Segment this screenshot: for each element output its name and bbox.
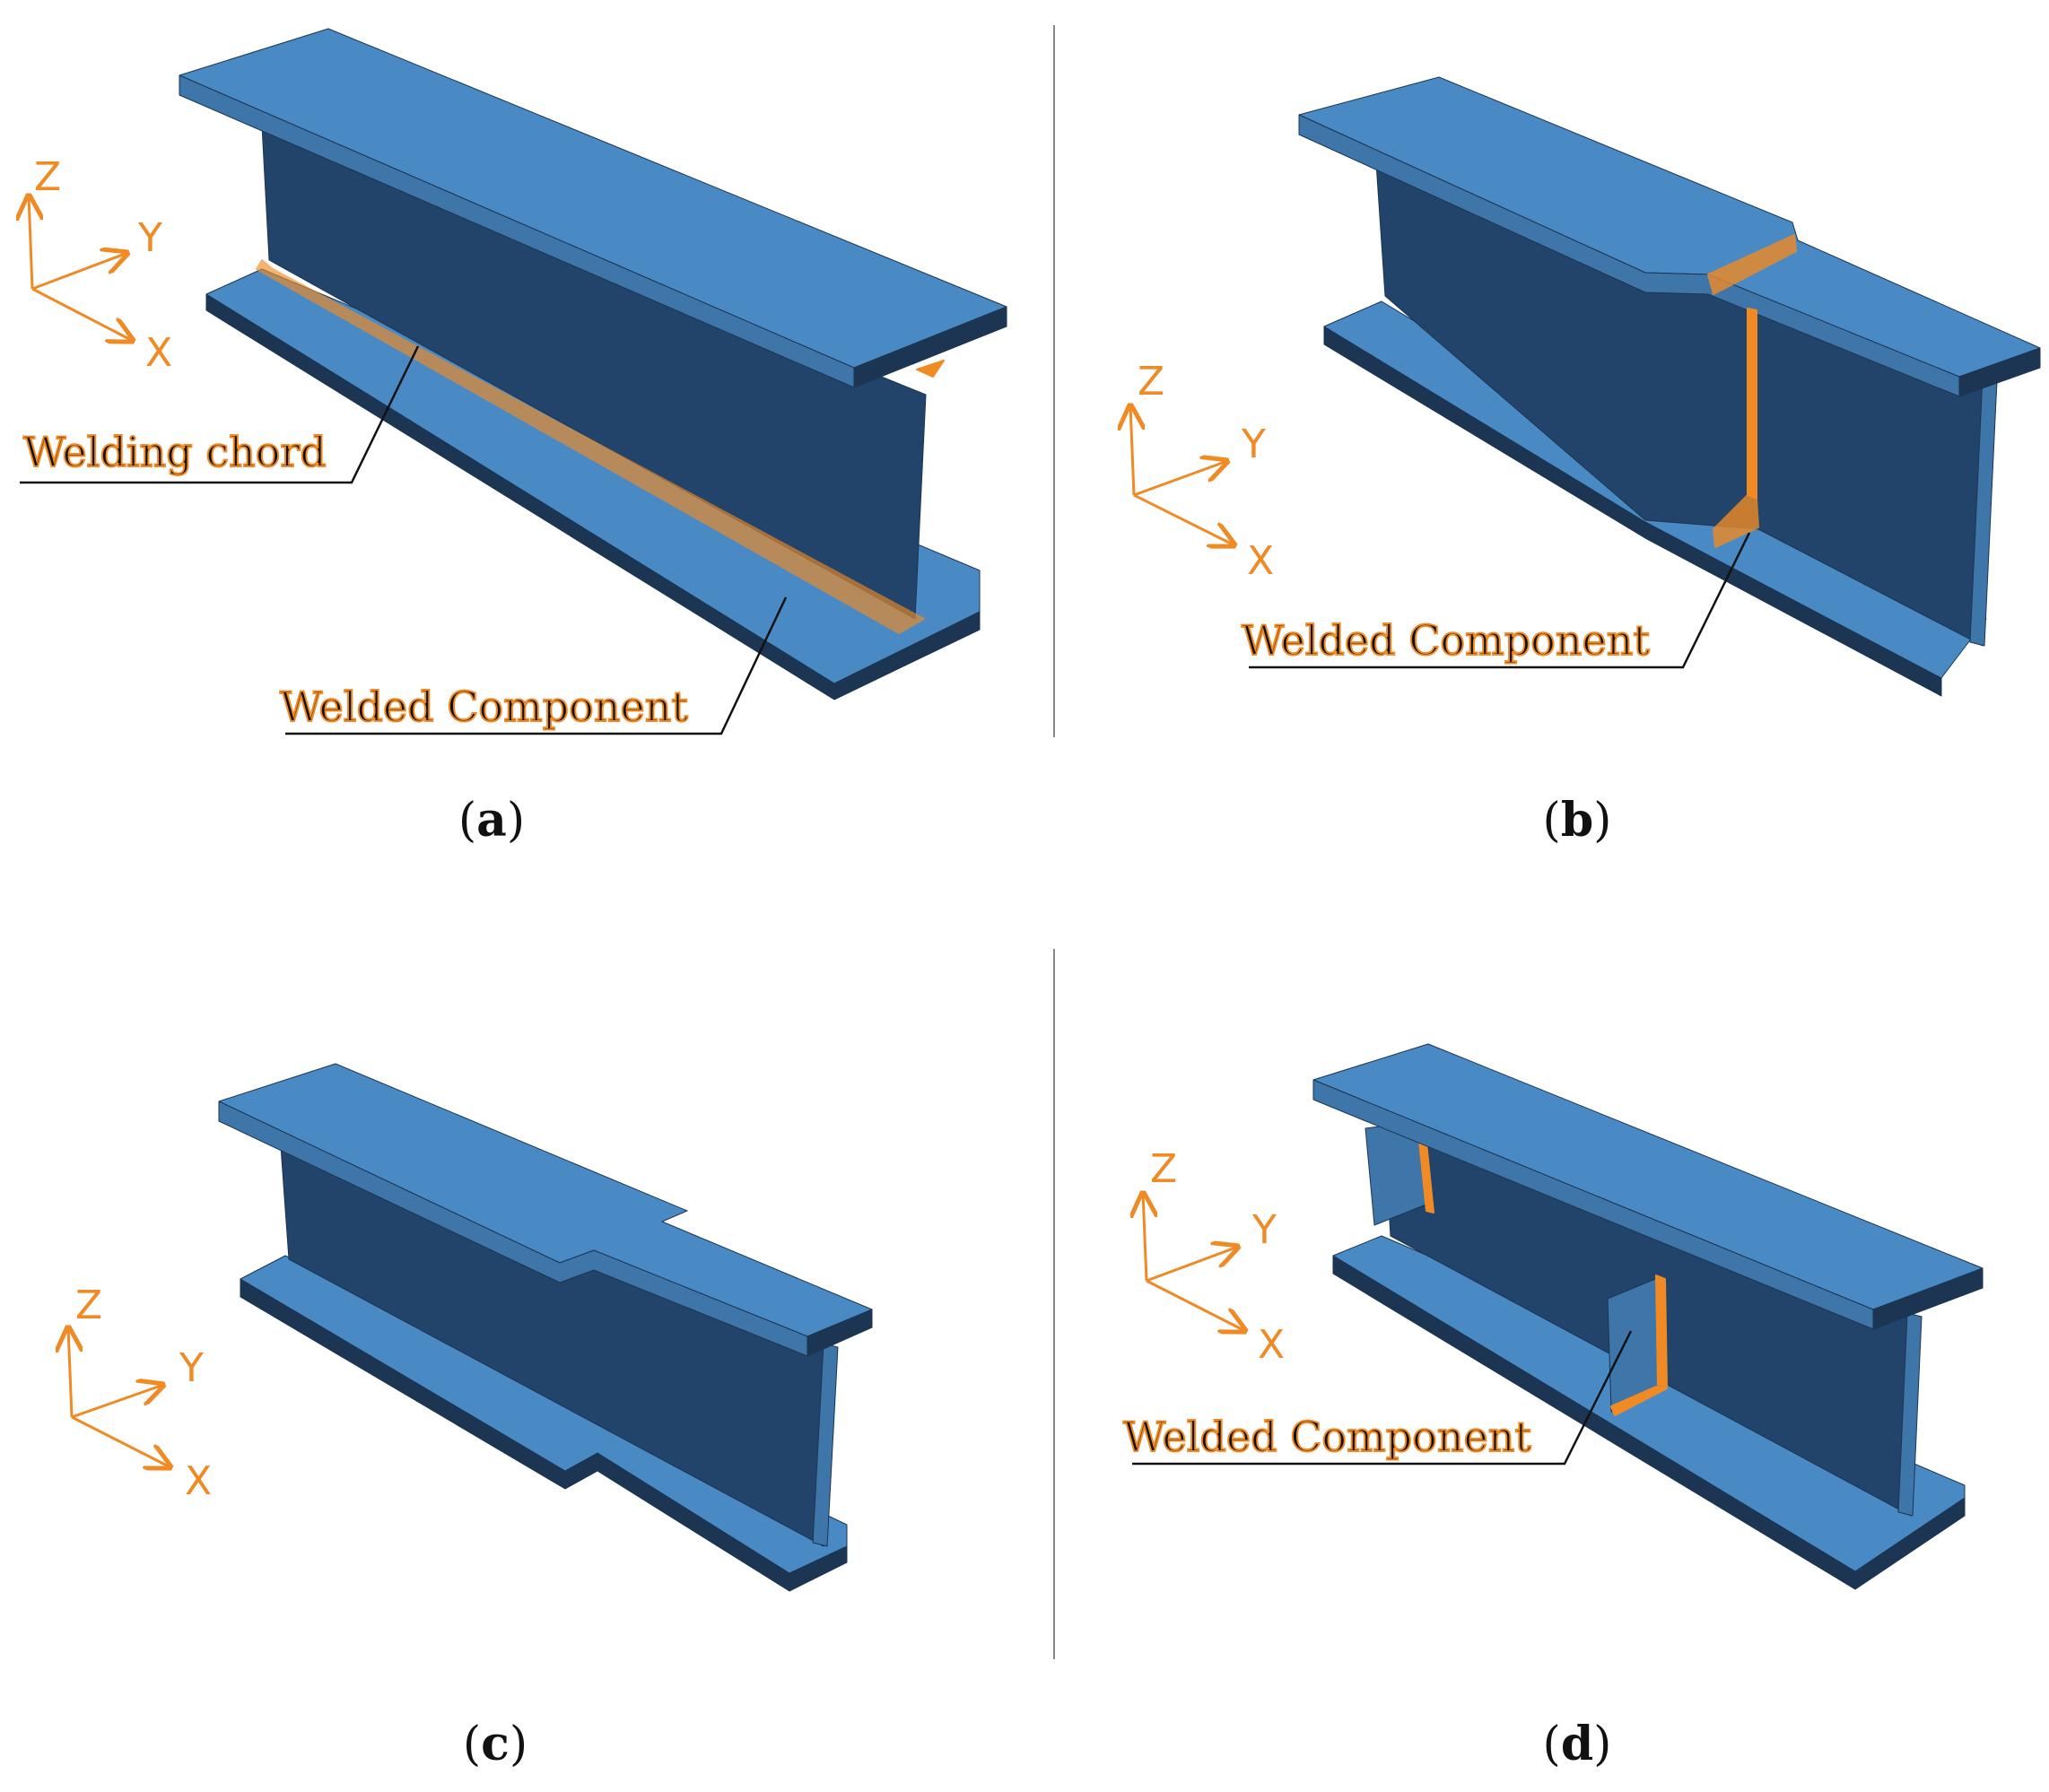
leader-welded-component-d [1132, 1330, 1633, 1466]
callout-welded-component-b: Welded Component [1242, 616, 1650, 665]
top-flange-end [1958, 347, 2041, 397]
web-end-edge [1897, 1312, 1923, 1517]
axis-triad: Z Y X [1130, 359, 1274, 584]
y-axis-arrow [1133, 461, 1227, 497]
i-beam [218, 1063, 873, 1592]
x-axis-arrow [1146, 1279, 1245, 1331]
panel-d: Z Y X Welded Component (d) [1122, 1043, 1984, 1771]
panel-caption-b: (b) [1543, 793, 1612, 848]
i-beam [1298, 76, 2041, 697]
callout-welded-component-a: Welded Component [280, 683, 688, 731]
x-axis-arrow [71, 1415, 170, 1467]
panel-caption-c: (c) [463, 1717, 528, 1771]
callout-welded-component-d: Welded Component [1123, 1413, 1531, 1461]
leader-welded-component-b [1249, 532, 1751, 669]
bottom-flange-top [205, 268, 981, 684]
end-weld-marker [916, 360, 945, 378]
leader-welded-component-a [285, 596, 788, 735]
weld-bottom-flange [1713, 494, 1759, 548]
y-axis-label: Y [1241, 422, 1266, 467]
weld-top-flange [1707, 234, 1797, 295]
panel-caption-a: (a) [458, 793, 525, 848]
z-axis-label: Z [34, 154, 61, 200]
i-beam [179, 28, 1007, 700]
stiffener-front-weld-vertical [1655, 1274, 1668, 1387]
panel-a: Z Y X Welding chord Welded Component (a) [20, 28, 1007, 848]
axis-triad: Z Y X [1143, 1146, 1285, 1368]
z-axis-label: Z [75, 1283, 102, 1328]
leader-welding-chord [20, 345, 420, 484]
y-axis-label: Y [1251, 1207, 1277, 1253]
x-axis-label: X [185, 1458, 212, 1504]
top-flange-end [853, 306, 1007, 388]
i-beam [1312, 1043, 1984, 1590]
axis-triad: Z Y X [68, 1283, 212, 1504]
y-axis-label: Y [179, 1345, 204, 1391]
web-end-edge [812, 1343, 839, 1547]
y-axis-arrow [1146, 1247, 1238, 1283]
z-axis-arrow [1143, 1193, 1147, 1282]
top-flange-end [807, 1309, 873, 1357]
y-axis-arrow [71, 1385, 163, 1419]
x-axis-label: X [1258, 1322, 1285, 1368]
y-axis-arrow [31, 253, 127, 291]
panel-b: Z Y X Welded Component (b) [1130, 76, 2041, 848]
callout-welding-chord: Welding chord [23, 428, 327, 476]
x-axis-label: X [1247, 538, 1274, 584]
axis-triad: Z Y X [29, 154, 172, 376]
y-axis-label: Y [137, 215, 162, 261]
z-axis-arrow [68, 1327, 72, 1418]
top-flange-end [1872, 1267, 1984, 1330]
z-axis-label: Z [1150, 1146, 1177, 1192]
z-axis-arrow [1130, 405, 1134, 496]
x-axis-arrow [31, 287, 133, 341]
bottom-flange-top [1332, 1235, 1966, 1572]
weld-web-vertical [1747, 308, 1757, 500]
z-axis-label: Z [1138, 359, 1164, 405]
stiffener-front-weld-bottom [1610, 1386, 1668, 1416]
panel-caption-d: (d) [1543, 1717, 1612, 1771]
x-axis-arrow [1133, 493, 1234, 545]
weld-chord [256, 259, 925, 634]
z-axis-arrow [29, 196, 32, 290]
panel-c: Z Y X (c) [68, 1063, 873, 1771]
x-axis-label: X [145, 330, 172, 376]
